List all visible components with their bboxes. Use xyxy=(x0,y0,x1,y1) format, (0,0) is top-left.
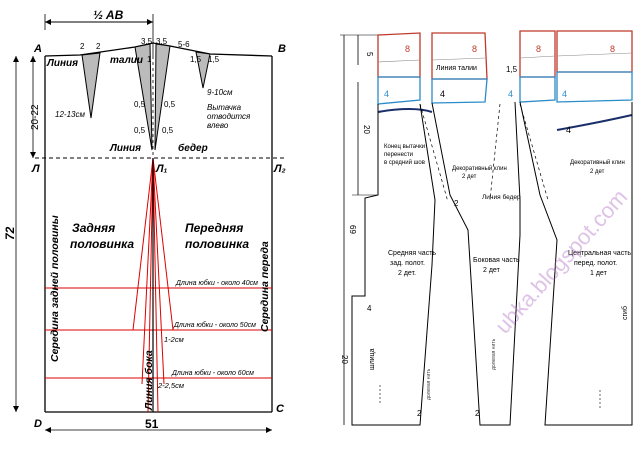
dart-back-length: 12-13см xyxy=(55,110,85,119)
waist-label-2: талии xyxy=(110,55,143,66)
side-part-2: 2 дет xyxy=(483,267,501,274)
dim-20: 20 xyxy=(362,125,371,134)
num-15: 1,5 xyxy=(506,65,518,74)
central-3: 1 дет xyxy=(590,270,608,277)
skirt-length-50: Длина юбки - около 50см xyxy=(173,321,256,329)
num-4d: 4 xyxy=(562,89,567,99)
front-title-2: половинка xyxy=(185,237,249,251)
skirt-length-60: Длина юбки - около 60см xyxy=(171,369,254,377)
dart-end-note-2: перенести xyxy=(384,152,413,158)
dim-20b: 20 xyxy=(340,355,349,364)
num-15a: 1,5 xyxy=(190,55,202,64)
back-title-1: Задняя xyxy=(72,221,115,235)
num-8c: 8 xyxy=(536,44,541,54)
num-2a: 2 xyxy=(454,199,459,208)
mid-back-2: зад. полот. xyxy=(390,260,425,267)
num-4c: 4 xyxy=(508,89,513,99)
basic-skirt-draft: ½ AB 20-2 xyxy=(3,8,286,433)
deco-wedge-2b: 2 дет xyxy=(590,169,605,175)
num-4b: 4 xyxy=(440,89,445,99)
waist-line-label: Линия талии xyxy=(436,65,477,72)
num-35b: 3,5 xyxy=(156,37,168,46)
flare-2-25cm: 2-2,5см xyxy=(157,381,184,390)
num-8d: 8 xyxy=(610,44,615,54)
slit-label: шлица xyxy=(369,348,376,370)
flare-lines xyxy=(45,157,272,413)
half-05-d: 0,5 xyxy=(162,126,174,135)
dim-72: 72 xyxy=(3,226,17,240)
dart-end-note-1: Конец вытачки xyxy=(384,144,425,150)
front-title-1: Передняя xyxy=(185,221,243,235)
num-8a: 8 xyxy=(405,44,410,54)
num-2b: 2 xyxy=(96,42,101,51)
half-ab-label: ½ AB xyxy=(93,8,124,22)
dart-note-2: отводится xyxy=(207,112,251,121)
num-15b: 1,5 xyxy=(208,55,220,64)
front-middle-label: Середина переда xyxy=(259,241,271,332)
back-title-2: половинка xyxy=(70,237,134,251)
mid-back-3: 2 дет. xyxy=(398,270,416,277)
num-2c: 2 xyxy=(475,409,480,418)
side-part-1: Боковая часть xyxy=(473,257,520,264)
side-dart-back xyxy=(134,43,153,151)
flare-1-2cm: 1-2см xyxy=(164,335,184,344)
front-dart xyxy=(195,51,211,89)
dim-5: 5 xyxy=(365,52,374,57)
deco-wedge-1b: 2 дет xyxy=(462,174,477,180)
back-dart xyxy=(81,52,101,119)
deco-wedge-2a: Декоративный клин xyxy=(570,159,625,166)
num-2a: 2 xyxy=(80,42,85,51)
point-l2: Л₂ xyxy=(273,163,286,175)
mid-back-1: Средняя часть xyxy=(388,250,436,257)
point-d: D xyxy=(34,418,42,430)
point-l1: Л₁ xyxy=(155,163,168,175)
grain-line-1: долевая нить xyxy=(491,338,497,370)
dim-69: 69 xyxy=(348,225,357,234)
num-2b: 2 xyxy=(417,409,422,418)
dart-front-length: 9-10см xyxy=(207,88,233,97)
hip-label-2: бедер xyxy=(178,142,208,154)
dart-note-1: Вытачка xyxy=(207,103,242,112)
point-l: Л xyxy=(31,163,40,175)
num-4e: 4 xyxy=(566,125,571,135)
hip-line-label: Линия бедер xyxy=(482,193,521,201)
side-dart-front xyxy=(154,43,171,151)
dim-51: 51 xyxy=(145,417,159,431)
half-05-a: 0,5 xyxy=(134,100,146,109)
num-35a: 3,5 xyxy=(141,37,153,46)
half-05-c: 0,5 xyxy=(134,126,146,135)
num-1: 1 xyxy=(147,55,152,64)
dart-end-note-3: в средний шов xyxy=(384,159,425,166)
num-56: 5-6 xyxy=(178,40,190,49)
deco-wedge-1a: Декоративный клин xyxy=(452,165,507,172)
side-line-label: Линия бока xyxy=(143,350,155,411)
point-b: B xyxy=(278,43,286,55)
central-2: перед. полот. xyxy=(574,260,617,267)
grain-line-2: долевая нить xyxy=(426,368,432,400)
back-middle-label: Середина задней половины xyxy=(49,215,61,362)
dart-note-3: влево xyxy=(207,121,229,130)
num-4a: 4 xyxy=(384,89,389,99)
dim-20-22: 20-22 xyxy=(30,104,41,130)
panel-skirt-pattern: 5 20 69 20 xyxy=(340,30,633,426)
waist-label-1: Линия xyxy=(46,58,78,69)
point-a: A xyxy=(33,43,42,55)
fold-label: сгиб xyxy=(621,306,629,320)
num-4f: 4 xyxy=(367,304,372,313)
central-1: Центральная часть xyxy=(568,250,631,257)
half-05-b: 0,5 xyxy=(164,100,176,109)
hip-label-1: Линия xyxy=(109,143,141,154)
skirt-length-40: Длина юбки - около 40см xyxy=(175,279,258,287)
point-c: C xyxy=(276,403,285,415)
num-8b: 8 xyxy=(472,44,477,54)
